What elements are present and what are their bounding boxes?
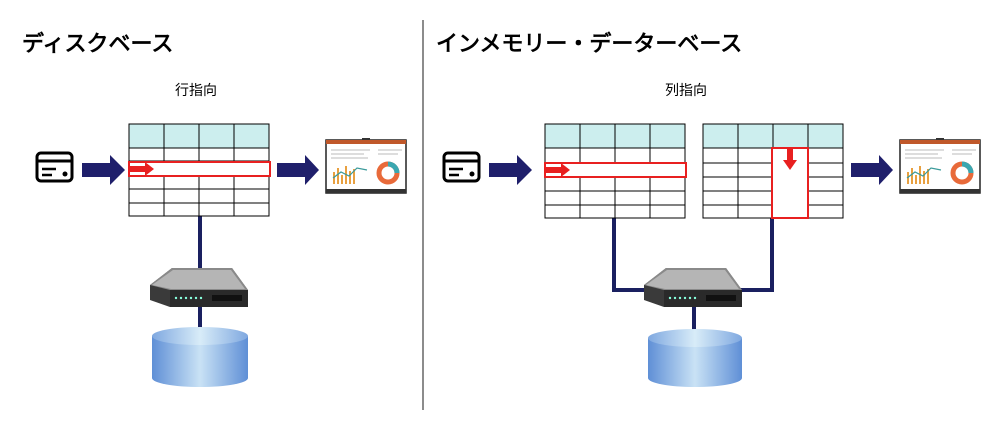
right-column-table <box>702 123 844 219</box>
right-column-arrow <box>783 148 797 170</box>
right-database-cylinder <box>648 329 742 387</box>
report-dashboard-icon <box>325 138 407 194</box>
left-panel-title: ディスクベース <box>22 32 174 57</box>
left-input-arrow <box>82 155 125 185</box>
right-orientation-label: 列指向 <box>665 83 707 99</box>
right-server-icon <box>644 268 742 307</box>
left-row-arrow <box>129 162 154 176</box>
left-database-cylinder <box>152 327 248 387</box>
right-panel-title: インメモリー・データーベース <box>436 32 743 57</box>
card-icon <box>442 151 481 183</box>
card-icon <box>35 151 74 183</box>
right-row-arrow <box>545 163 570 177</box>
left-orientation-label: 行指向 <box>175 83 217 99</box>
report-dashboard-icon <box>899 138 981 194</box>
left-server-icon <box>150 268 248 307</box>
right-input-arrow <box>489 155 532 185</box>
left-output-arrow <box>277 155 319 185</box>
right-output-arrow <box>851 155 893 185</box>
